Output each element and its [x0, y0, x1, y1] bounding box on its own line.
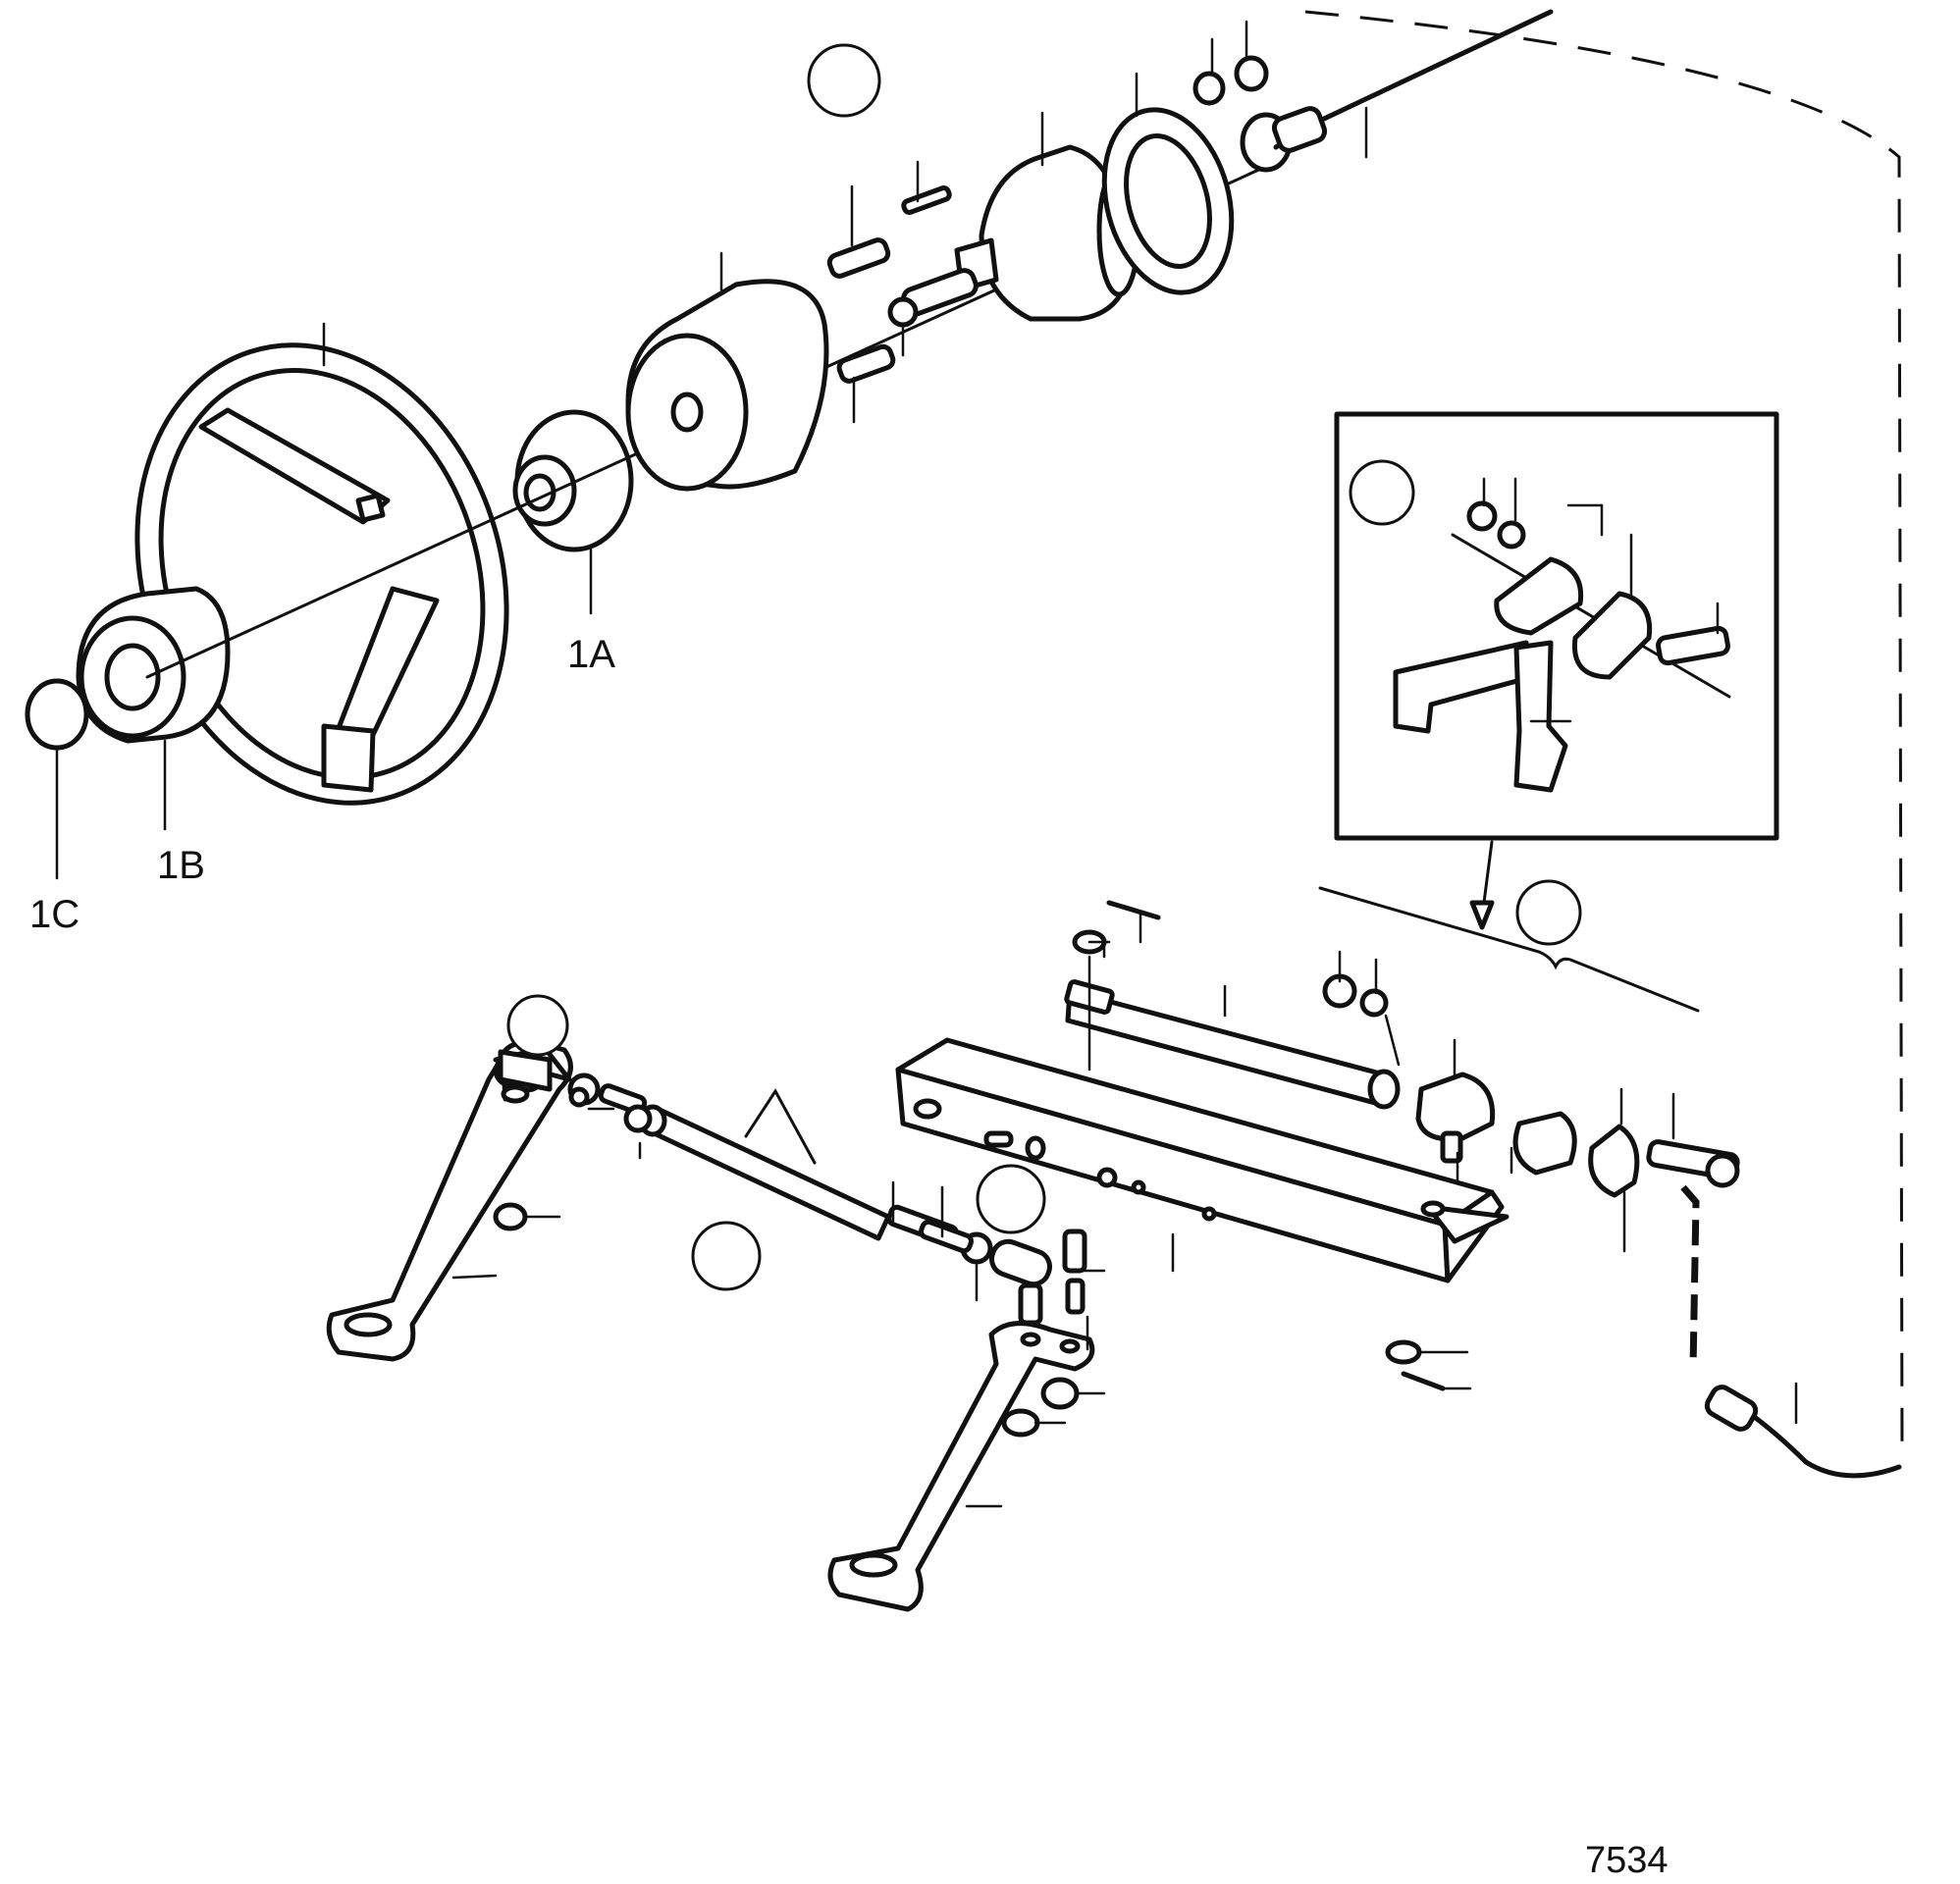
callout-circle-lower-center [691, 1221, 762, 1291]
inset-detail [1334, 411, 1779, 841]
label-1B: 1B [157, 844, 205, 887]
console-outline [1304, 10, 1904, 1453]
steering-cable-upper [1273, 9, 1554, 150]
hub-adaptor-1A [512, 409, 634, 552]
pin-top [1106, 900, 1161, 920]
steering-arm-right [827, 1321, 1095, 1612]
hub-cover-1B [76, 586, 231, 744]
cross-member [895, 1037, 1510, 1283]
tie-rod-end-left [498, 1049, 553, 1092]
label-1A: 1A [567, 633, 615, 676]
cable-lower-end [1704, 1385, 1759, 1432]
cone-shroud [625, 279, 829, 492]
label-1C: 1C [29, 893, 79, 936]
cable-end-fitting [1271, 106, 1328, 153]
group-bracket [1318, 886, 1700, 1013]
right-fittings [1322, 973, 1740, 1198]
tie-rod-end-right [919, 1219, 1087, 1326]
callout-circle-lower-left [506, 994, 569, 1057]
triangle-marker [744, 1088, 817, 1165]
callout-circle-top [807, 43, 881, 118]
pin-bottom [1401, 1371, 1446, 1391]
mounting-flange [1101, 107, 1235, 295]
leader-lines-top [55, 20, 1368, 880]
cable-lower-dashed [1680, 1184, 1700, 1370]
washer-bottom [1385, 1339, 1422, 1365]
callout-circle-mid-right [1515, 879, 1582, 946]
tiller-rod-upper [1064, 979, 1401, 1110]
inset-arrow-head [1469, 900, 1495, 930]
steering-wheel [134, 342, 509, 806]
leader-lines-lower [451, 911, 1798, 1508]
center-cap-1C [25, 678, 89, 751]
callout-circle-cross-member [976, 1164, 1046, 1234]
figure-number: 7534 [1585, 1840, 1669, 1881]
